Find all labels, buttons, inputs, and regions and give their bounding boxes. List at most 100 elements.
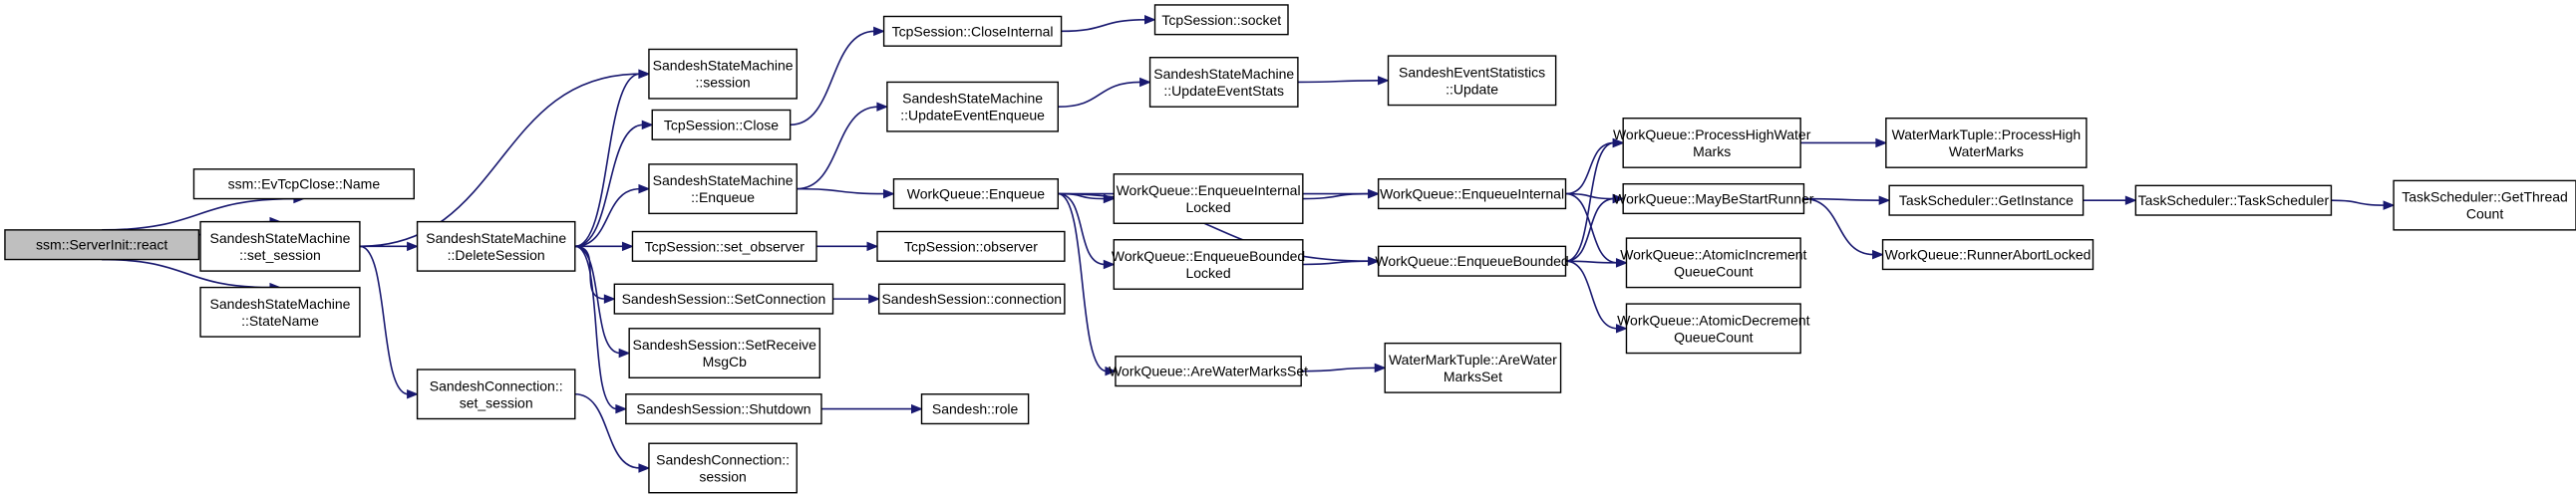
node-tcp-close[interactable]: TcpSession::Close xyxy=(651,109,792,140)
node-wq-enqueuebounded[interactable]: WorkQueue::EnqueueBounded xyxy=(1375,245,1569,277)
edge-arrowhead xyxy=(911,403,923,414)
edge-arrowhead xyxy=(1368,188,1380,199)
node-label-line: SandeshStateMachine xyxy=(653,58,794,74)
node-label-line: ::UpdateEventStats xyxy=(1163,83,1284,99)
edge-tcp-close-to-tcp-closeinternal xyxy=(790,26,885,126)
node-ss-setconnection[interactable]: SandeshSession::SetConnection xyxy=(613,283,834,315)
node-box xyxy=(628,328,821,378)
node-box xyxy=(1384,342,1562,393)
edge-arrowhead xyxy=(1878,195,1891,205)
node-wq-enqueue[interactable]: WorkQueue::Enqueue xyxy=(892,178,1059,210)
node-box xyxy=(416,220,576,272)
node-box xyxy=(877,283,1066,315)
node-box xyxy=(416,369,576,420)
node-ssm-session[interactable]: SandeshStateMachine::session xyxy=(648,48,798,100)
edge-line xyxy=(1803,197,1874,256)
node-box xyxy=(1377,245,1567,277)
edge-arrowhead xyxy=(1615,258,1628,268)
node-tcp-observer[interactable]: TcpSession::observer xyxy=(876,230,1066,262)
node-box xyxy=(4,229,200,261)
edge-ssm-updateeventenqueue-to-ssm-updateeventstats xyxy=(1058,77,1151,108)
node-sconn-session[interactable]: SandeshConnection::session xyxy=(648,442,798,494)
node-label-line: ::DeleteSession xyxy=(448,247,545,263)
edge-arrowhead xyxy=(621,241,634,252)
node-ssm-enqueue[interactable]: SandeshStateMachine::Enqueue xyxy=(648,163,798,215)
edge-ssm-deletesession-to-ssm-session xyxy=(574,69,651,248)
node-wq-arewatermarksset[interactable]: WorkQueue::AreWaterMarksSet xyxy=(1109,356,1308,387)
edge-arrowhead xyxy=(868,294,881,304)
edge-arrowhead xyxy=(603,294,616,304)
node-sconn-set-session[interactable]: SandeshConnection::set_session xyxy=(416,369,576,420)
edge-line xyxy=(574,124,644,248)
node-tcp-set-observer[interactable]: TcpSession::set_observer xyxy=(631,230,817,262)
node-label-line: TaskScheduler::GetThread xyxy=(2402,189,2568,205)
node-ssm-set-session[interactable]: SandeshStateMachine::set_session xyxy=(199,220,361,272)
node-box xyxy=(1885,118,2088,168)
edge-line xyxy=(574,187,640,248)
node-box xyxy=(1888,184,2085,216)
node-box xyxy=(648,48,798,100)
edge-line xyxy=(1565,192,1615,200)
node-sandesh-role[interactable]: Sandesh::role xyxy=(920,393,1030,425)
edge-line xyxy=(574,392,640,469)
edge-line xyxy=(1058,192,1106,266)
node-label-line: TcpSession::observer xyxy=(904,238,1038,254)
edge-arrowhead xyxy=(618,348,631,359)
edge-arrowhead xyxy=(1615,324,1628,334)
node-ses-update[interactable]: SandeshEventStatistics::Update xyxy=(1387,55,1557,107)
node-react[interactable]: ssm::ServerInit::react xyxy=(4,229,200,261)
node-box xyxy=(1153,4,1289,36)
node-ssm-statename[interactable]: SandeshStateMachine::StateName xyxy=(199,286,361,338)
node-label-line: WorkQueue::Enqueue xyxy=(907,186,1045,202)
edge-wq-enqueuebounded-to-wq-atomicincrement xyxy=(1565,258,1628,268)
edge-line xyxy=(1302,260,1370,266)
node-ssm-deletesession[interactable]: SandeshStateMachine::DeleteSession xyxy=(416,220,576,272)
node-ss-shutdown[interactable]: SandeshSession::Shutdown xyxy=(625,393,822,425)
node-wmt-arewatermarksset[interactable]: WaterMarkTuple::AreWaterMarksSet xyxy=(1384,342,1562,393)
node-label-line: WorkQueue::AtomicDecrement xyxy=(1617,312,1810,328)
node-ss-connection[interactable]: SandeshSession::connection xyxy=(877,283,1066,315)
node-box xyxy=(651,109,792,140)
node-label-line: QueueCount xyxy=(1674,263,1754,279)
node-label-line: ssm::ServerInit::react xyxy=(36,237,167,253)
node-label-line: SandeshSession::SetConnection xyxy=(622,291,826,307)
node-ssm-updateeventenqueue[interactable]: SandeshStateMachine::UpdateEventEnqueue xyxy=(886,81,1059,132)
edge-wq-enqueuebounded-to-wq-maybestartrunner xyxy=(1565,193,1625,262)
node-ts-taskscheduler[interactable]: TaskScheduler::TaskScheduler xyxy=(2134,184,2333,216)
node-label-line: WaterMarkTuple::AreWater xyxy=(1389,352,1557,368)
node-label-line: WorkQueue::AtomicIncrement xyxy=(1620,246,1806,262)
edge-ssm-set-session-to-sconn-set-session xyxy=(359,245,419,399)
edge-arrowhead xyxy=(1612,137,1625,148)
node-tcp-closeinternal[interactable]: TcpSession::CloseInternal xyxy=(882,15,1063,47)
node-tcpclose-name[interactable]: ssm::EvTcpClose::Name xyxy=(192,168,415,200)
node-tcp-socket[interactable]: TcpSession::socket xyxy=(1153,4,1289,36)
node-wq-maybestartrunner[interactable]: WorkQueue::MayBeStartRunner xyxy=(1613,182,1814,215)
edge-sconn-set-session-to-sconn-session xyxy=(574,392,651,473)
node-box xyxy=(631,230,817,262)
node-box xyxy=(1113,173,1304,224)
node-ts-getinstance[interactable]: TaskScheduler::GetInstance xyxy=(1888,184,2085,216)
node-box xyxy=(2393,179,2576,231)
edge-line xyxy=(102,258,271,289)
node-box xyxy=(2134,184,2333,216)
node-label-line: SandeshEventStatistics xyxy=(1399,64,1545,80)
node-label-line: SandeshStateMachine xyxy=(210,230,351,246)
node-box xyxy=(192,168,415,200)
node-ssm-updateeventstats[interactable]: SandeshStateMachine::UpdateEventStats xyxy=(1148,57,1299,108)
edge-arrowhead xyxy=(1875,137,1888,148)
function-nodes: ssm::ServerInit::react ssm::EvTcpClose::N… xyxy=(4,4,2576,494)
node-wq-runnerabortlocked[interactable]: WorkQueue::RunnerAbortLocked xyxy=(1881,239,2094,271)
node-label-line: TcpSession::set_observer xyxy=(645,238,805,254)
edge-line xyxy=(1297,80,1380,84)
node-wq-enqueueinternal[interactable]: WorkQueue::EnqueueInternal xyxy=(1377,178,1567,210)
edge-line xyxy=(1565,260,1618,330)
